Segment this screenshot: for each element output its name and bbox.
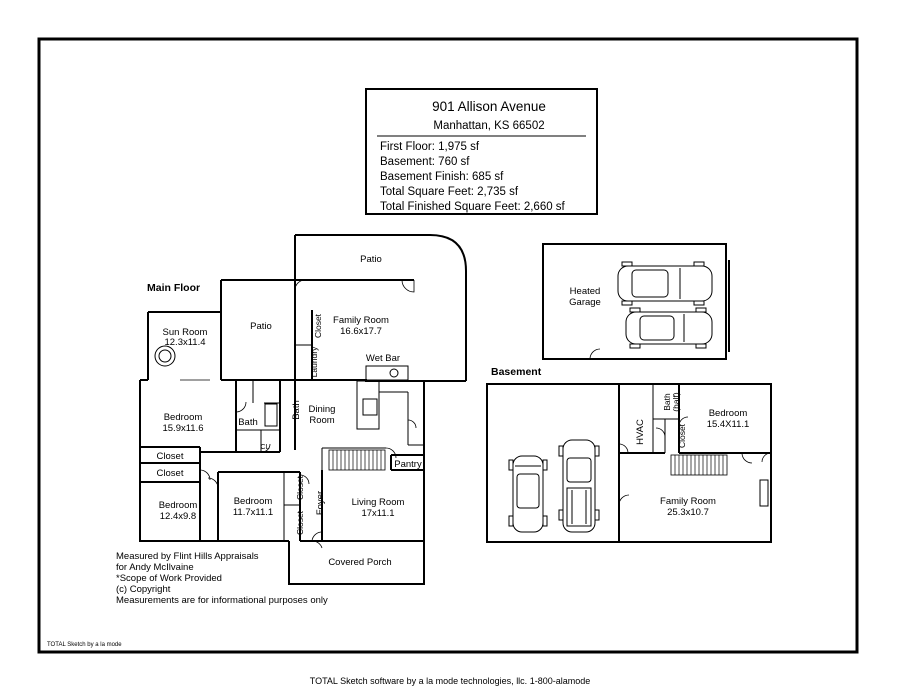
hot-tub-icon <box>154 345 176 367</box>
stat-basement-finish: Basement Finish: 685 sf <box>380 171 504 183</box>
basement-car-icon <box>558 439 600 533</box>
note-line-3: *Scope of Work Provided <box>116 573 222 584</box>
living-room-dims: 17x11.1 <box>361 508 394 519</box>
stat-total-finished-sf: Total Finished Square Feet: 2,660 sf <box>380 201 566 213</box>
garage-car-icon <box>625 307 713 349</box>
address-line-1: 901 Allison Avenue <box>432 99 546 114</box>
corner-credit: TOTAL Sketch by a la mode <box>47 642 122 648</box>
bedroom-bsmt-dims: 15.4X11.1 <box>707 419 750 430</box>
basement-heading: Basement <box>491 366 542 378</box>
closet-3-label: Closet <box>295 475 305 500</box>
main-floor-plan: Main Floor Patio Patio Family Room 16.6x… <box>139 234 467 585</box>
wet-bar-label: Wet Bar <box>366 353 400 364</box>
stat-basement: Basement: 760 sf <box>380 156 470 168</box>
basement-stairs <box>670 454 728 476</box>
family-room-dims: 16.6x17.7 <box>340 326 382 337</box>
laundry-label: Laundry <box>309 346 319 377</box>
bedroom-b-label: Bedroom <box>159 500 198 511</box>
family-room-bsmt-dims: 25.3x10.7 <box>667 507 709 518</box>
stat-first-floor: First Floor: 1,975 sf <box>380 141 480 153</box>
note-line-4: (c) Copyright <box>116 584 171 595</box>
note-line-1: Measured by Flint Hills Appraisals <box>116 551 259 562</box>
dining-room-label-1: Dining <box>309 404 336 415</box>
family-room-label: Family Room <box>333 315 389 326</box>
measurement-notes: Measured by Flint Hills Appraisals for A… <box>116 551 328 606</box>
closet-family-label: Closet <box>313 313 323 338</box>
stat-total-sf: Total Square Feet: 2,735 sf <box>380 186 519 198</box>
covered-porch-label: Covered Porch <box>328 557 391 568</box>
garage-label-1: Heated <box>570 286 601 297</box>
title-block: 901 Allison Avenue Manhattan, KS 66502 F… <box>365 88 598 215</box>
cl-label: CL <box>261 444 270 451</box>
foyer-label: Foyer <box>315 491 326 515</box>
garage-car-icon <box>617 261 713 306</box>
closet-1-label: Closet <box>157 451 184 462</box>
patio-top-label: Patio <box>360 254 382 265</box>
bath-half-label-2: (half) <box>671 392 681 412</box>
bath-b-label: Bath <box>291 400 302 420</box>
sun-room-label: Sun Room <box>163 327 208 338</box>
pantry-label: Pantry <box>394 459 422 470</box>
address-line-2: Manhattan, KS 66502 <box>433 120 544 132</box>
hvac-label: HVAC <box>635 419 646 445</box>
basement-plan: Basement HVAC Bath (half) Closet Bedroom… <box>486 366 772 543</box>
bedroom-b-dims: 12.4x9.8 <box>160 511 196 522</box>
bath-a-label: Bath <box>238 417 258 428</box>
main-stairs <box>328 449 386 471</box>
family-room-bsmt-label: Family Room <box>660 496 716 507</box>
garage-label-2: Garage <box>569 297 601 308</box>
bedroom-a-label: Bedroom <box>164 412 203 423</box>
bedroom-c-label: Bedroom <box>234 496 273 507</box>
patio-top-outline <box>295 234 467 381</box>
software-footer: TOTAL Sketch software by a la mode techn… <box>309 676 591 686</box>
sketch-frame <box>37 37 859 654</box>
main-floor-heading: Main Floor <box>147 282 200 294</box>
patio-left-label: Patio <box>250 321 272 332</box>
bedroom-bsmt-label: Bedroom <box>709 408 748 419</box>
garage-plan: Heated Garage <box>542 243 730 360</box>
note-line-5: Measurements are for informational purpo… <box>116 595 328 606</box>
living-room-label: Living Room <box>352 497 405 508</box>
bedroom-a-dims: 15.9x11.6 <box>162 423 203 434</box>
dining-room-label-2: Room <box>309 415 334 426</box>
bath-half-label: Bath <box>662 393 672 411</box>
basement-car-icon <box>508 455 548 533</box>
closet-4-label: Closet <box>295 510 305 535</box>
closet-2-label: Closet <box>157 468 184 479</box>
bedroom-c-dims: 11.7x11.1 <box>233 507 273 518</box>
sun-room-dims: 12.3x11.4 <box>164 337 205 348</box>
note-line-2: for Andy McIlvaine <box>116 562 194 573</box>
closet-bsmt-label: Closet <box>677 423 687 448</box>
